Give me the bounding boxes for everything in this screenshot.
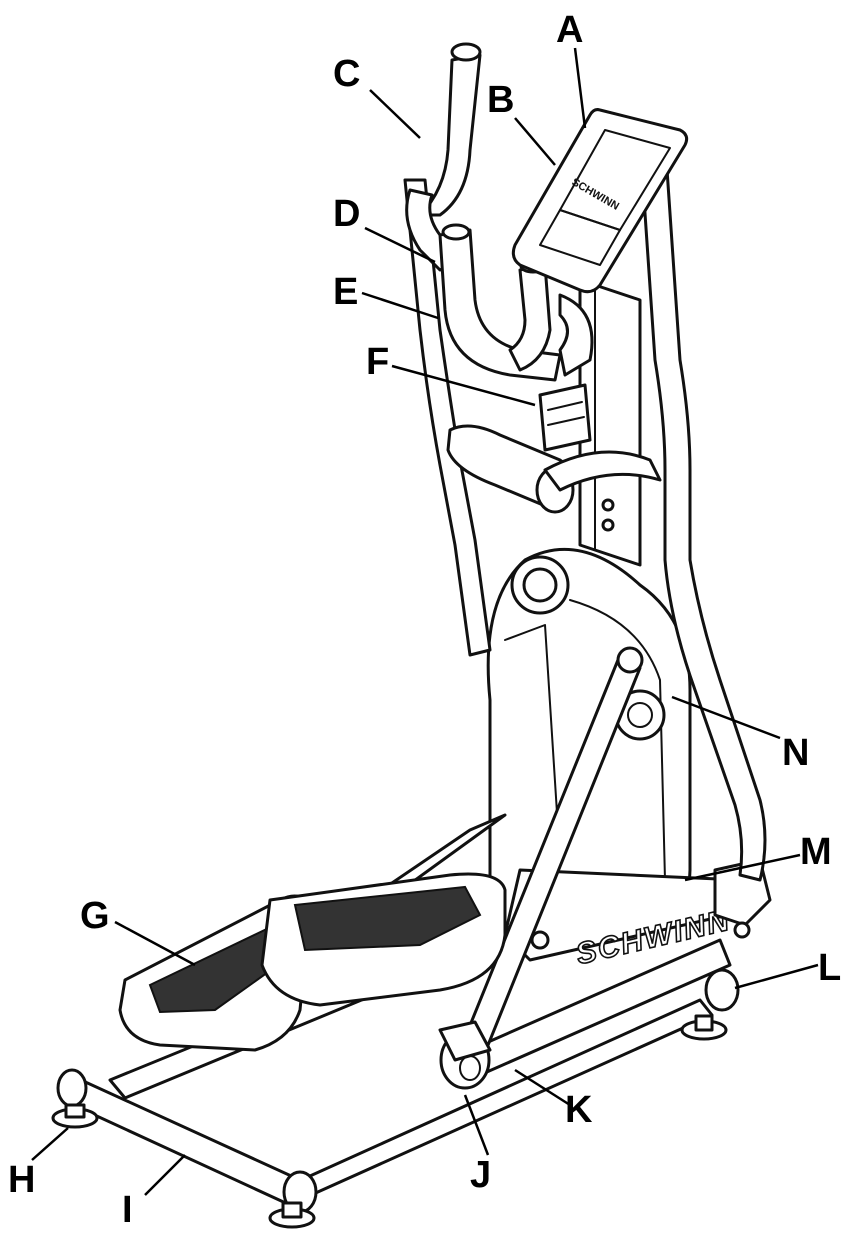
callout-C: C (333, 53, 360, 95)
pedal-link-arm (438, 646, 644, 1090)
callout-N: N (782, 732, 809, 774)
leveler-rear (680, 1014, 728, 1041)
front-handle-knobs (446, 424, 662, 514)
pulse-grip-handlebar (438, 223, 594, 452)
leader-lines (31, 47, 819, 1196)
callout-L: L (818, 947, 841, 989)
callout-labels: A B C D E F G H I J K L M N (8, 9, 841, 1231)
callout-B: B (487, 79, 514, 121)
callout-F: F (366, 341, 389, 383)
front-stabilizer (60, 1073, 302, 1207)
callout-K: K (565, 1089, 593, 1131)
callout-M: M (800, 831, 832, 873)
leveler-front-left (51, 1103, 99, 1129)
callout-D: D (333, 193, 360, 235)
callout-E: E (333, 271, 358, 313)
callout-G: G (80, 895, 110, 937)
pedal-right (260, 872, 507, 1007)
transport-wheel (704, 968, 740, 1012)
callout-H: H (8, 1159, 35, 1201)
console: SCHWINN (511, 108, 689, 294)
callout-A: A (556, 9, 583, 51)
callout-I: I (122, 1189, 133, 1231)
leveler-front-right (268, 1201, 316, 1229)
callout-J: J (470, 1154, 491, 1196)
pedal-left (118, 894, 312, 1052)
upper-handlebar (405, 42, 482, 272)
